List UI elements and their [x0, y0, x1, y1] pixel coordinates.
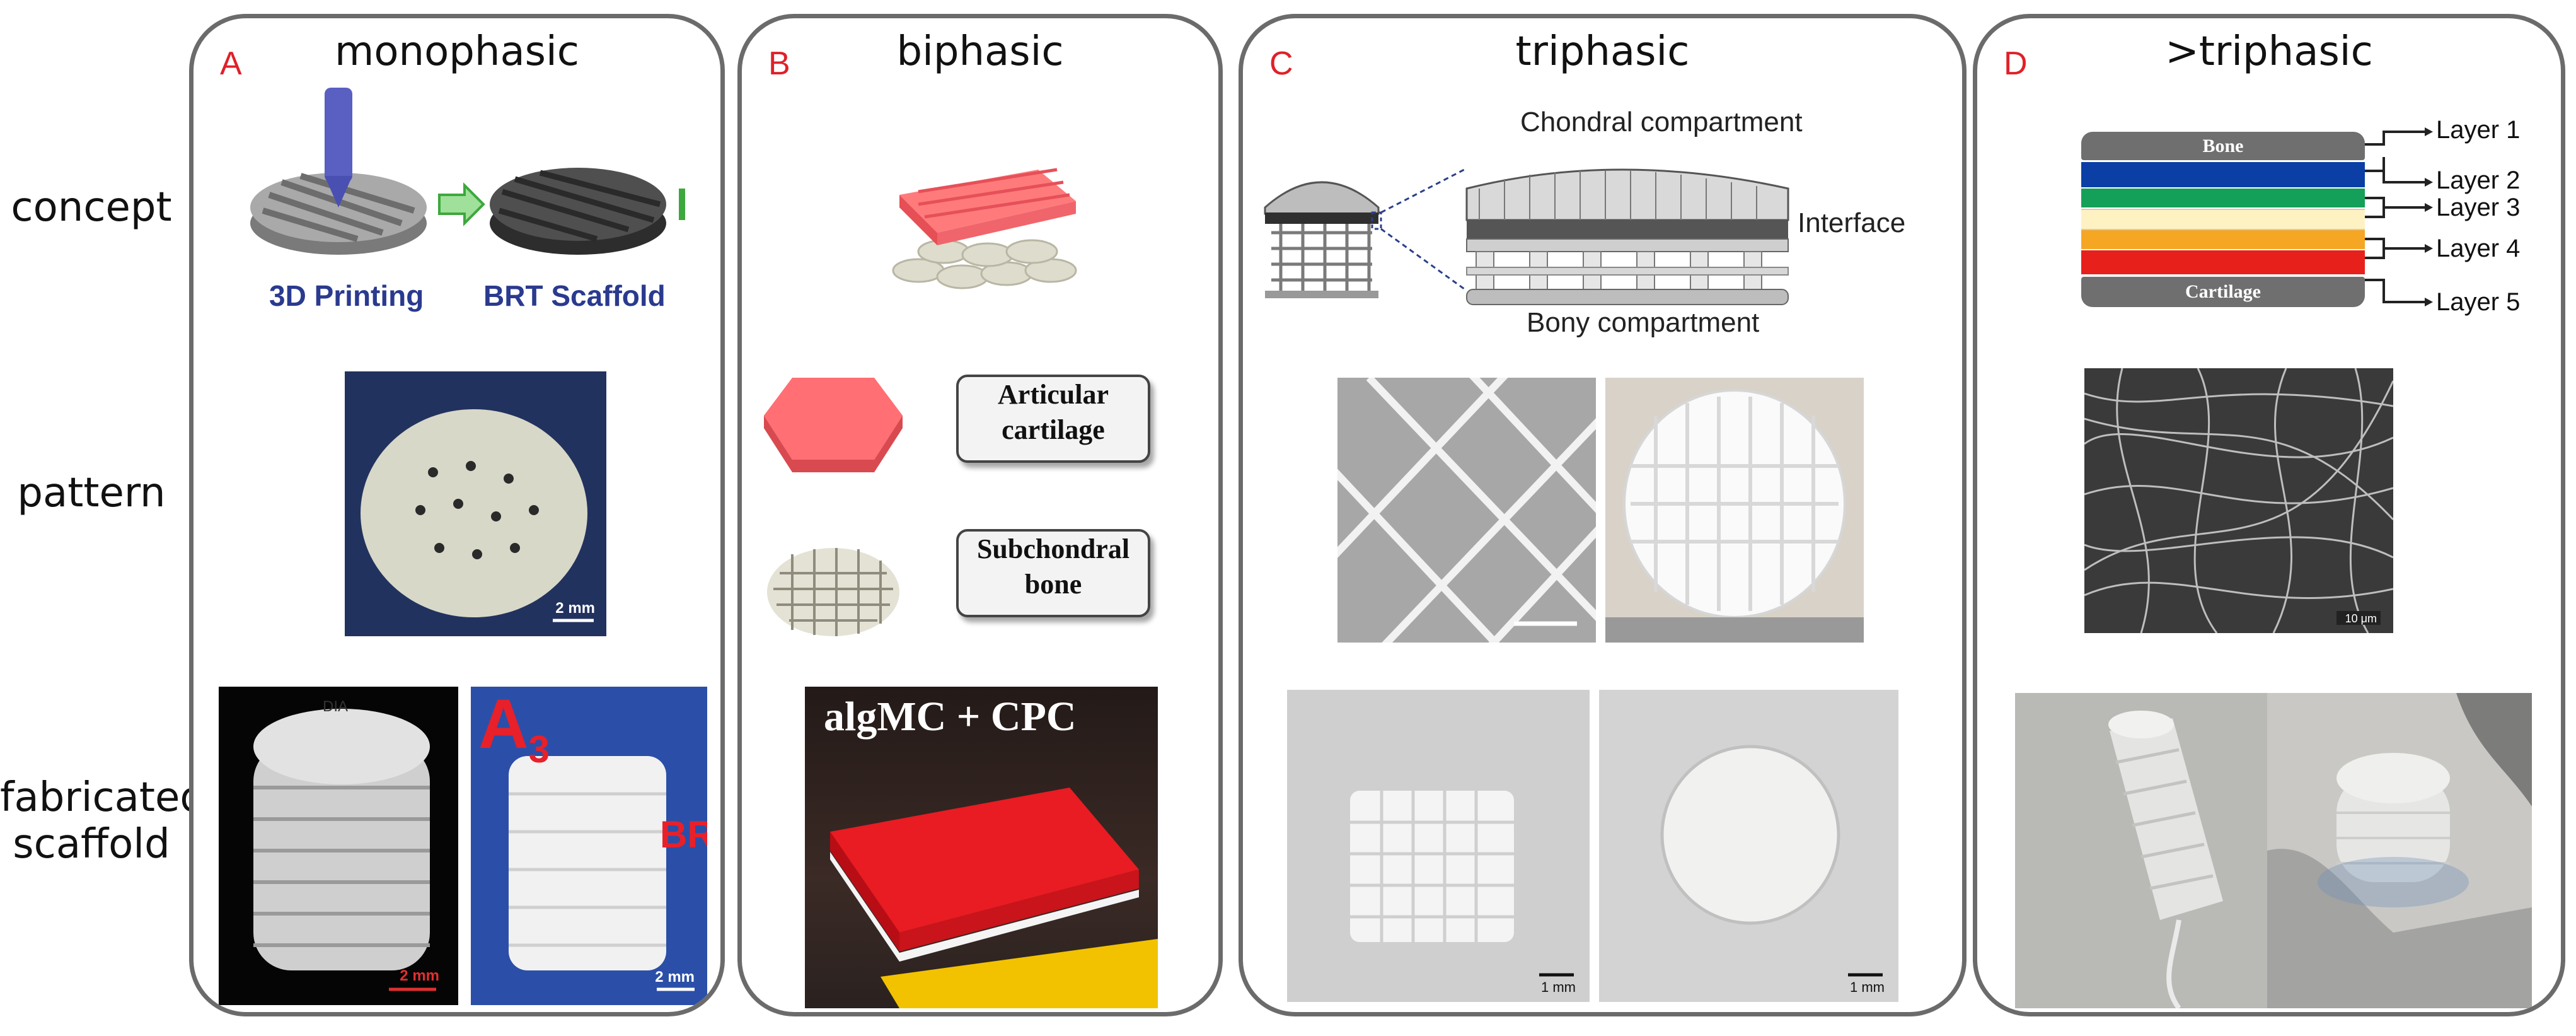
bone-lattice-icon — [767, 548, 899, 636]
cartilage-layer-icon — [899, 168, 1076, 245]
multiphasic-fabricated-tilted — [2015, 693, 2267, 1008]
triphasic-pattern-sem — [1337, 378, 1596, 643]
render-top-label: DIA — [323, 698, 349, 715]
panel-more-than-triphasic: D >triphasic Bone Cartilage Layer 1 Laye… — [1973, 14, 2565, 1016]
layer-label-2: Layer 2 — [2436, 166, 2521, 194]
scale-bar-label: 2 mm — [400, 967, 439, 984]
callout-line2: cartilage — [1002, 414, 1105, 445]
monophasic-concept-illustration — [250, 88, 685, 255]
concept-label-brt-scaffold: BRT Scaffold — [483, 279, 666, 312]
multiphasic-fabricated-top — [2267, 693, 2532, 1008]
triphasic-fabricated-side: 1 mm — [1287, 690, 1590, 1002]
biphasic-fabricated-photo: algMC + CPC — [805, 687, 1158, 1008]
callout-line1: Subchondral — [976, 533, 1130, 564]
layer-diagram: Bone Cartilage — [2081, 132, 2365, 315]
row-label-fabricated: fabricated scaffold — [0, 774, 205, 868]
layer-label-1: Layer 1 — [2436, 116, 2521, 144]
bone-layer-label: Bone — [2202, 136, 2244, 156]
panel-monophasic: A monophasic — [189, 14, 725, 1016]
panel-title: monophasic — [335, 28, 579, 75]
bone-layer: Bone — [2081, 132, 2365, 160]
panel-letter: D — [2004, 45, 2028, 82]
label-bony-compartment: Bony compartment — [1527, 307, 1760, 338]
print-nozzle-icon — [325, 88, 352, 207]
fibrous-pattern-sem: 10 μm — [2084, 368, 2393, 633]
printed-disc-icon — [250, 173, 427, 255]
row-label-concept: concept — [11, 184, 172, 231]
panel-letter: C — [1269, 45, 1293, 82]
layer-band-4 — [2081, 230, 2365, 249]
panel-letter: A — [220, 45, 242, 82]
panel-triphasic: C triphasic Chondral compartment Interfa… — [1239, 14, 1967, 1016]
biphasic-concept-illustration — [892, 168, 1077, 289]
scale-bar-label: 1 mm — [1541, 979, 1576, 995]
cartilage-layer: Cartilage — [2081, 277, 2365, 307]
cartilage-layer-label: Cartilage — [2185, 281, 2261, 302]
layer-label-4: Layer 4 — [2436, 235, 2521, 262]
triphasic-concept-illustration — [1264, 167, 1789, 305]
scale-bar-label: 1 mm — [1850, 979, 1885, 995]
layer-bracket-arrows — [2365, 127, 2433, 306]
panel-biphasic: B biphasic Articular cartilage S — [737, 14, 1223, 1016]
label-interface: Interface — [1798, 207, 1906, 238]
scale-bar-label: 2 mm — [655, 969, 695, 986]
monophasic-fabricated-render: DIA 2 mm — [219, 687, 458, 1005]
brt-scaffold-icon — [490, 168, 666, 255]
layer-band-3 — [2081, 209, 2365, 230]
panel-title: biphasic — [896, 28, 1064, 75]
callout-line2: bone — [1024, 569, 1082, 600]
callout-articular-cartilage: Articular cartilage — [956, 375, 1150, 463]
triphasic-fabricated-top: 1 mm — [1599, 690, 1898, 1002]
panel-tag-letter: A — [478, 687, 529, 763]
monophasic-pattern-photo: 2 mm — [345, 371, 606, 636]
layer-band-2 — [2081, 189, 2365, 207]
row-label-pattern: pattern — [17, 470, 166, 516]
monophasic-fabricated-photo: A3 BRT 2 mm — [471, 687, 707, 1005]
layer-band-5 — [2081, 250, 2365, 274]
bone-layer-icon — [892, 239, 1077, 289]
photo-title: algMC + CPC — [824, 694, 1077, 740]
label-chondral-compartment: Chondral compartment — [1520, 107, 1803, 137]
row-label-fabricated-line2: scaffold — [13, 821, 170, 868]
callout-subchondral-bone: Subchondral bone — [956, 529, 1150, 617]
arrow-right-icon — [438, 182, 485, 226]
concept-label-3d-printing: 3D Printing — [269, 279, 424, 312]
panel-tag-sub: 3 — [528, 728, 550, 771]
layer-label-5: Layer 5 — [2436, 288, 2521, 316]
panel-title: triphasic — [1515, 28, 1690, 75]
triphasic-pattern-photo — [1605, 378, 1864, 643]
panel-title: >triphasic — [2165, 28, 2373, 75]
layer-label-3: Layer 3 — [2436, 194, 2521, 221]
callout-line1: Articular — [998, 379, 1109, 410]
scale-bar-label: 2 mm — [555, 600, 595, 617]
cartilage-disc-icon — [764, 378, 903, 472]
panel-tag: A3 — [478, 687, 550, 788]
row-label-fabricated-line1: fabricated — [0, 774, 205, 821]
layer-band-1 — [2081, 162, 2365, 187]
panel-letter: B — [768, 45, 790, 82]
side-text: BRT — [660, 813, 707, 856]
scale-bar-label: 10 μm — [2345, 612, 2377, 625]
